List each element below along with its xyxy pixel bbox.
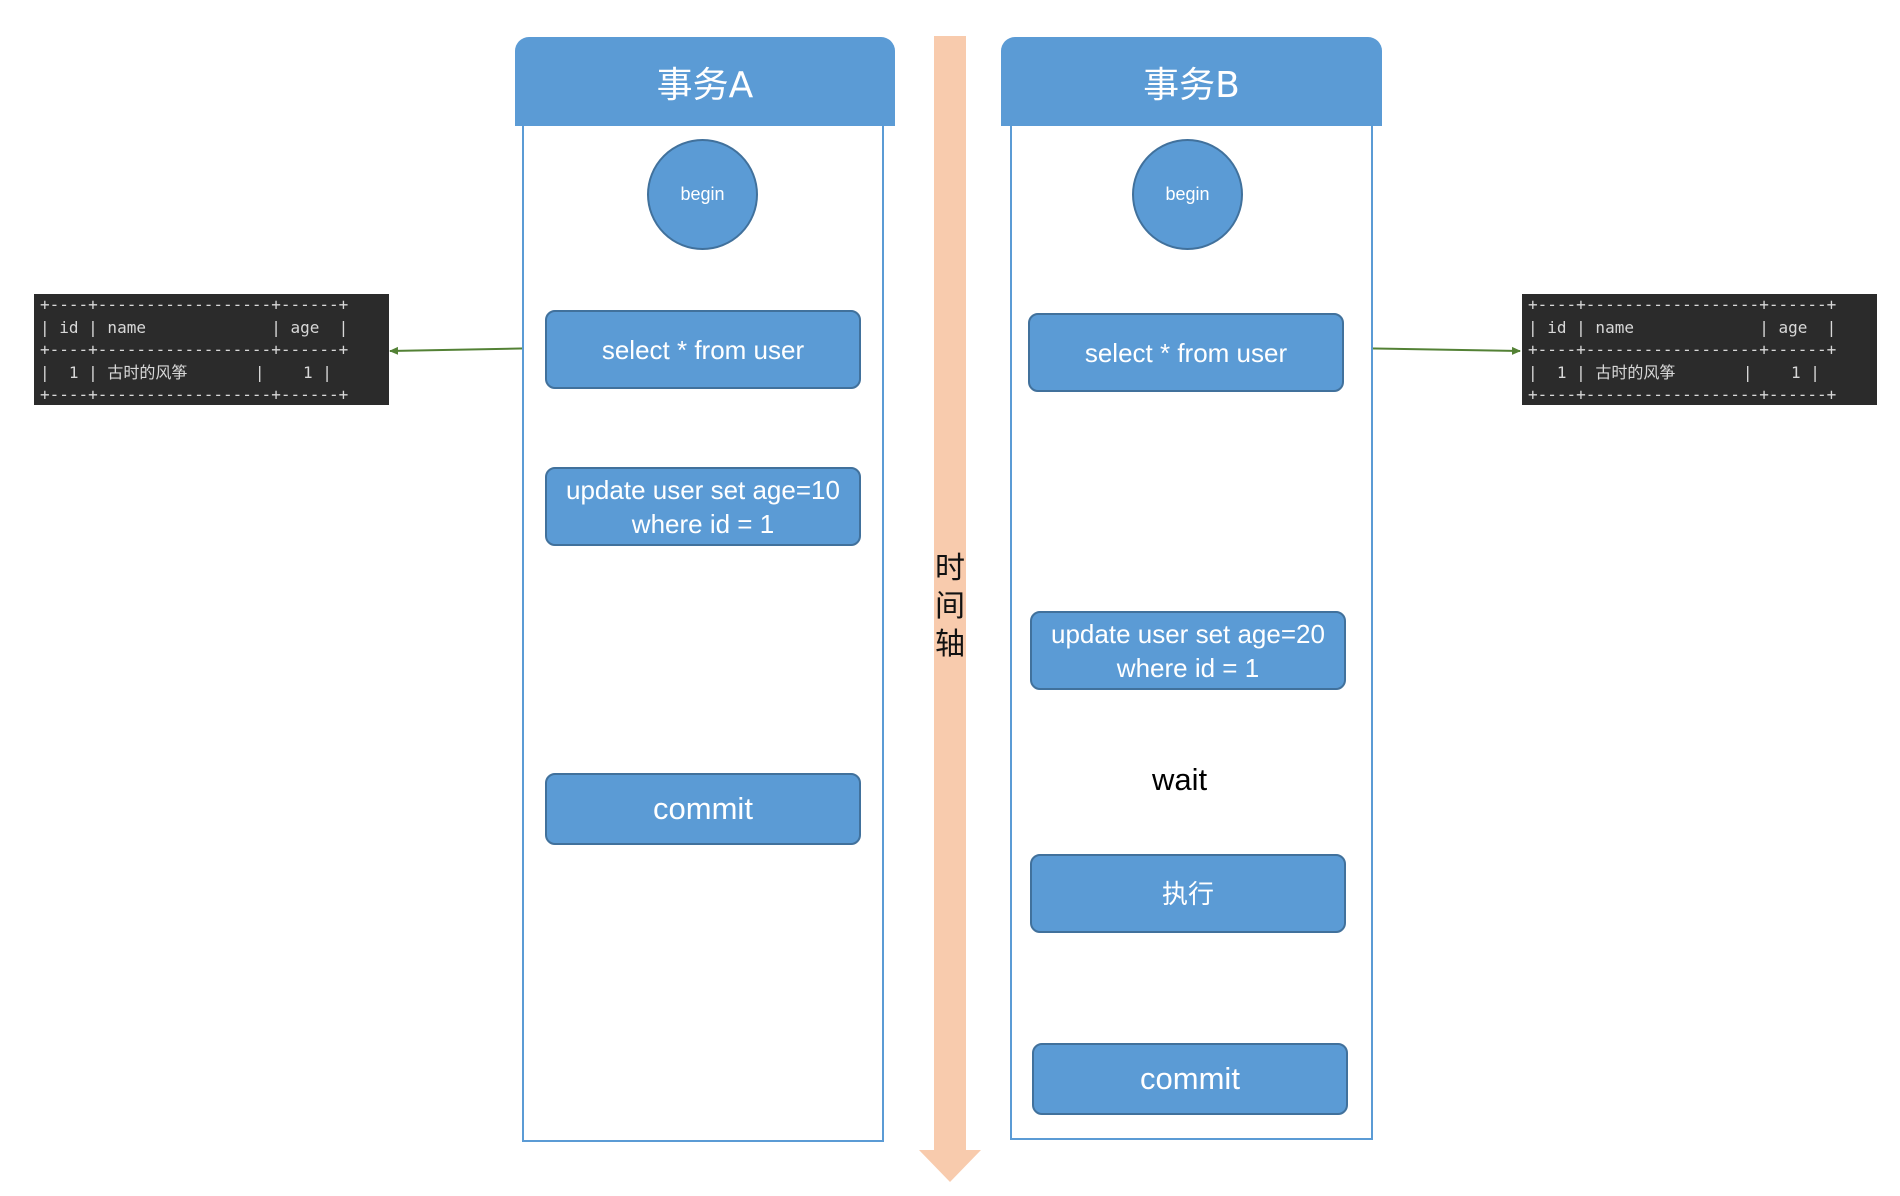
lane-a-header: 事务A [515,37,895,126]
timeline-arrow [919,36,981,1182]
lane-a-commit: commit [545,773,861,845]
lane-b-update: update user set age=20 where id = 1 [1030,611,1346,690]
lane-a-begin: begin [647,139,758,250]
result-a-header: | id | name | age | [40,317,349,337]
lane-b-execute-label: 执行 [1161,878,1214,909]
result-b-border-mid: +----+------------------+------+ [1528,340,1837,359]
lane-a-update: update user set age=10 where id = 1 [545,467,861,546]
arrow-b-result [1343,346,1521,355]
lane-b-commit-label: commit [1140,1061,1240,1096]
lane-a-select: select * from user [545,310,861,389]
timeline-label: 时 间 轴 [935,551,965,662]
lane-b-execute: 执行 [1030,854,1346,933]
result-a-row: | 1 | 古时的风筝 | 1 | [40,362,332,382]
lane-b-select: select * from user [1028,313,1344,392]
result-a-border-mid: +----+------------------+------+ [40,340,349,359]
query-result-a: +----+------------------+------+ | id | n… [34,294,389,405]
arrow-a-result [389,346,546,355]
result-b-header: | id | name | age | [1528,317,1837,337]
lane-b-header: 事务B [1001,37,1382,126]
lane-b-update-label: update user set age=20 where id = 1 [1051,618,1325,683]
lane-a-commit-label: commit [653,791,753,826]
lane-b-select-label: select * from user [1084,337,1288,368]
result-b-row: | 1 | 古时的风筝 | 1 | [1528,362,1820,382]
result-a-border-top: +----+------------------+------+ [40,295,349,314]
lane-a-select-label: select * from user [601,334,805,365]
result-b-border-bottom: +----+------------------+------+ [1528,385,1837,404]
query-result-b: +----+------------------+------+ | id | n… [1522,294,1877,405]
lane-a [522,120,884,1142]
lane-b-begin: begin [1132,139,1243,250]
result-b-border-top: +----+------------------+------+ [1528,295,1837,314]
result-a-border-bottom: +----+------------------+------+ [40,385,349,404]
lane-b-wait-label: wait [1152,762,1208,797]
lane-a-update-label: update user set age=10 where id = 1 [566,474,840,539]
lane-b-commit: commit [1032,1043,1348,1115]
